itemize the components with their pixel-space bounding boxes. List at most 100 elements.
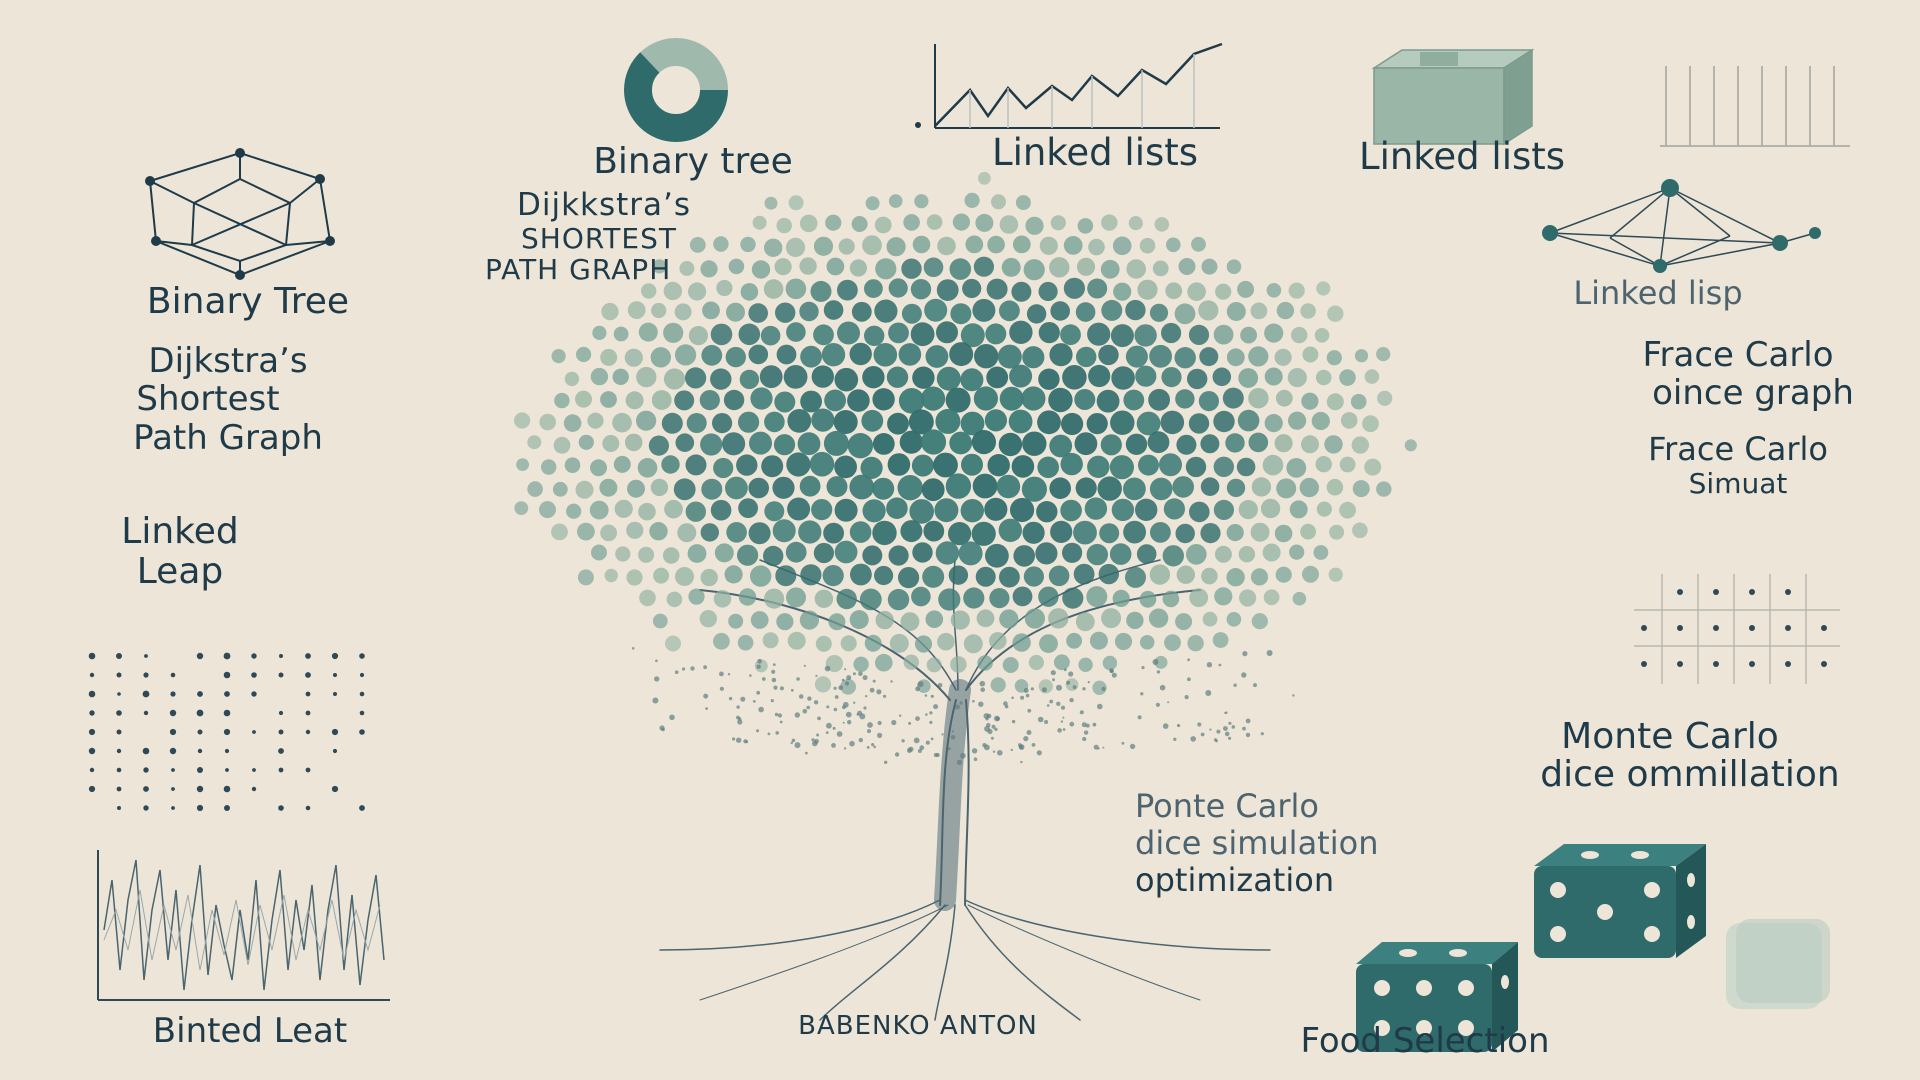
canopy-leaf — [722, 432, 746, 456]
canopy-leaf — [1147, 431, 1170, 454]
canopy-leaf — [861, 409, 884, 432]
canopy-leaf — [1288, 282, 1305, 299]
canopy-leaf — [1248, 388, 1269, 409]
canopy-leaf — [1187, 635, 1204, 652]
canopy-speckle — [1031, 743, 1036, 747]
canopy-leaf — [800, 390, 822, 413]
canopy-leaf — [950, 656, 967, 673]
canopy-leaf — [626, 521, 644, 539]
canopy-speckle — [728, 696, 733, 701]
canopy-leaf — [1109, 455, 1134, 480]
canopy-speckle — [983, 713, 990, 719]
canopy-speckle — [770, 699, 774, 703]
canopy-leaf — [724, 565, 743, 584]
canopy-speckle — [959, 701, 963, 705]
canopy-leaf — [1136, 411, 1161, 436]
canopy-speckle — [991, 724, 996, 729]
canopy-leaf — [516, 458, 529, 471]
canopy-speckle — [1020, 695, 1025, 700]
canopy-leaf — [887, 453, 911, 476]
canopy-leaf — [641, 283, 657, 299]
canopy-leaf — [785, 237, 806, 257]
label-linked-lists-1: Linked lists — [991, 131, 1199, 174]
label-frace-carlo-2: Frace Carlo Simuat — [1648, 431, 1828, 499]
canopy-speckle — [980, 687, 985, 692]
canopy-leaf — [1037, 410, 1061, 435]
canopy-leaf — [785, 278, 807, 300]
label-linked-lisp: Linked lisp — [1573, 274, 1743, 312]
matrix-dot — [89, 767, 95, 773]
donut-chart-icon — [624, 38, 728, 142]
canopy-leaf — [837, 321, 860, 345]
canopy-leaf — [1038, 368, 1060, 390]
canopy-speckle — [1111, 672, 1117, 678]
canopy-leaf — [577, 569, 594, 586]
canopy-leaf — [1354, 349, 1369, 363]
canopy-leaf — [1126, 611, 1144, 630]
canopy-leaf — [554, 392, 570, 409]
canopy-leaf — [1240, 326, 1257, 344]
canopy-speckle — [756, 664, 761, 669]
canopy-speckle — [1152, 659, 1159, 665]
canopy-leaf — [759, 365, 783, 389]
matrix-dot — [305, 653, 311, 659]
canopy-leaf — [1063, 236, 1083, 255]
canopy-speckle — [930, 737, 934, 741]
canopy-speckle — [1253, 683, 1257, 688]
canopy-leaf — [1012, 235, 1031, 254]
canopy-leaf — [638, 546, 655, 563]
matrix-dot — [171, 806, 175, 810]
canopy-leaf — [1238, 368, 1259, 388]
canopy-speckle — [798, 694, 804, 699]
canopy-leaf — [751, 260, 771, 279]
canopy-leaf — [651, 302, 667, 319]
canopy-leaf — [1028, 654, 1044, 671]
canopy-leaf — [1088, 238, 1105, 256]
label-linked-leap-line1: Linked — [121, 511, 239, 552]
label-binted-leat: Binted Leat — [152, 1011, 348, 1051]
canopy-leaf — [872, 477, 895, 500]
canopy-speckle — [1109, 668, 1114, 674]
canopy-leaf — [864, 279, 883, 298]
matrix-dot — [223, 728, 231, 736]
canopy-leaf — [1201, 258, 1218, 275]
canopy-leaf — [725, 346, 746, 368]
canopy-leaf — [823, 300, 844, 320]
canopy-speckle — [737, 717, 742, 721]
canopy-leaf — [973, 256, 995, 277]
canopy-leaf — [1351, 436, 1370, 454]
canopy-leaf — [1339, 501, 1356, 519]
canopy-leaf — [948, 565, 969, 585]
canopy-speckle — [1129, 743, 1136, 750]
canopy-leaf — [1148, 388, 1170, 411]
label-linked-lists-2: Linked lists — [1358, 135, 1566, 178]
canopy-leaf — [786, 587, 806, 608]
canopy-leaf — [700, 568, 718, 587]
canopy-leaf — [1214, 587, 1233, 606]
canopy-leaf — [899, 430, 923, 454]
canopy-leaf — [716, 279, 733, 297]
canopy-leaf — [971, 430, 997, 455]
canopy-leaf — [764, 238, 783, 257]
label-binary-tree-top: Binary tree — [593, 141, 793, 182]
canopy-leaf — [587, 412, 604, 429]
canopy-speckle — [979, 680, 986, 687]
canopy-speckle — [990, 736, 994, 740]
canopy-speckle — [1050, 670, 1056, 676]
canopy-leaf — [764, 501, 785, 522]
canopy-leaf — [862, 366, 885, 389]
canopy-leaf — [1314, 328, 1330, 343]
canopy-speckle — [1011, 719, 1016, 724]
canopy-leaf — [674, 303, 692, 321]
matrix-dot — [223, 785, 231, 793]
canopy-leaf — [1062, 542, 1083, 563]
canopy-leaf — [714, 543, 734, 563]
canopy-leaf — [1049, 257, 1070, 278]
canopy-leaf — [652, 613, 668, 629]
matrix-dot — [143, 786, 149, 792]
canopy-leaf — [749, 431, 772, 455]
canopy-leaf — [925, 345, 949, 368]
canopy-speckle — [740, 696, 746, 702]
canopy-leaf — [949, 431, 973, 455]
